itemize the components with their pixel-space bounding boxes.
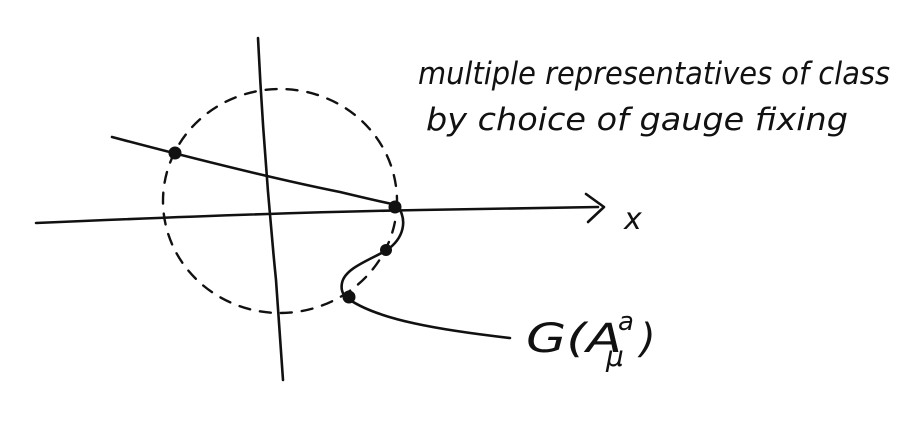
x-axis-arrowhead: [584, 192, 606, 224]
orbit-label-subscript: μ: [605, 340, 624, 373]
annotation-line-2: by choice of gauge fixing: [426, 102, 848, 138]
annotation-line-1: multiple representatives of class: [418, 56, 890, 92]
gauge-orbit-curve: [340, 203, 512, 340]
gauge-fixing-line: [110, 135, 399, 207]
representative-point-middle: [380, 244, 392, 256]
representative-point-axis: [388, 200, 402, 214]
orbit-label-main: G(A: [526, 316, 622, 362]
orbit-label-superscript: a: [618, 307, 634, 337]
dashed-circle: [161, 87, 399, 315]
orbit-label-close: ): [637, 316, 656, 362]
horizontal-axis: [34, 205, 600, 225]
representative-point-upper-left: [168, 146, 182, 160]
representative-point-lower: [342, 290, 356, 304]
vertical-axis: [256, 36, 285, 382]
x-axis-label: x: [623, 202, 642, 237]
